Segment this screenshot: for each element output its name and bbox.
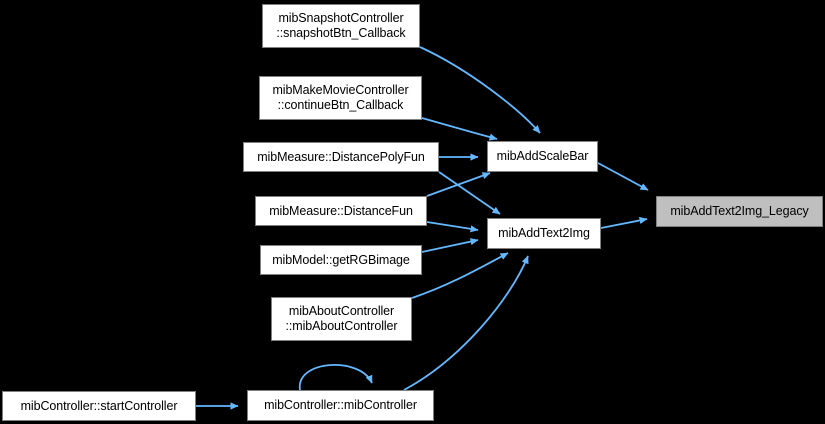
graph-node-addscalebar[interactable]: mibAddScaleBar — [487, 141, 598, 172]
graph-node-mibcontroller[interactable]: mibController::mibController — [247, 390, 434, 421]
edge-mibcontroller-to-addtext2img — [403, 255, 529, 391]
edge-getrgbimage-to-addtext2img — [421, 238, 479, 253]
edge-addtext2img-to-legacy — [600, 216, 648, 229]
graph-node-label: mibController::mibController — [264, 398, 417, 412]
graph-node-aboutcontroller[interactable]: mibAboutController::mibAboutController — [271, 297, 412, 341]
edge-mibcontroller-self-loop — [299, 364, 373, 391]
graph-node-label: mibAddText2Img_Legacy — [670, 204, 809, 218]
edge-distancefun-to-addscalebar — [426, 172, 491, 197]
graph-node-label: ::mibAboutController — [285, 319, 398, 333]
graph-node-label: ::continueBtn_Callback — [277, 98, 404, 112]
graph-node-label: mibMakeMovieController — [272, 83, 409, 97]
graph-node-label: mibAddScaleBar — [496, 149, 589, 163]
graph-node-label: mibMeasure::DistancePolyFun — [257, 149, 425, 164]
graph-node-label: mibAddText2Img — [498, 226, 590, 240]
graph-node-snapshot[interactable]: mibSnapshotController::snapshotBtn_Callb… — [262, 4, 420, 48]
graph-node-label: mibModel::getRGBimage — [272, 252, 410, 267]
graph-node-startcontroller[interactable]: mibController::startController — [2, 391, 196, 421]
graph-node-getrgbimage[interactable]: mibModel::getRGBimage — [260, 245, 422, 275]
graph-node-distancepolyfun[interactable]: mibMeasure::DistancePolyFun — [243, 142, 439, 172]
edge-snapshot-to-addscalebar — [419, 46, 541, 134]
graph-node-legacy[interactable]: mibAddText2Img_Legacy — [656, 196, 823, 227]
edge-makemovie-to-addscalebar — [421, 117, 498, 141]
graph-node-addtext2img[interactable]: mibAddText2Img — [487, 218, 601, 249]
graph-node-label: mibAboutController — [288, 304, 395, 318]
graph-node-label: ::snapshotBtn_Callback — [276, 26, 406, 40]
edge-distancepolyfun-to-addtext2img — [438, 171, 501, 215]
edge-aboutcontroller-to-addtext2img — [411, 252, 509, 299]
graph-node-makemovie[interactable]: mibMakeMovieController::continueBtn_Call… — [259, 76, 422, 120]
graph-node-label: mibMeasure::DistanceFun — [269, 203, 413, 218]
graph-node-distancefun[interactable]: mibMeasure::DistanceFun — [255, 196, 427, 226]
edge-addscalebar-to-legacy — [597, 162, 649, 191]
graph-node-label: mibSnapshotController — [278, 11, 404, 25]
edge-distancefun-to-addtext2img — [426, 221, 479, 233]
graph-node-label: mibController::startController — [20, 398, 178, 413]
